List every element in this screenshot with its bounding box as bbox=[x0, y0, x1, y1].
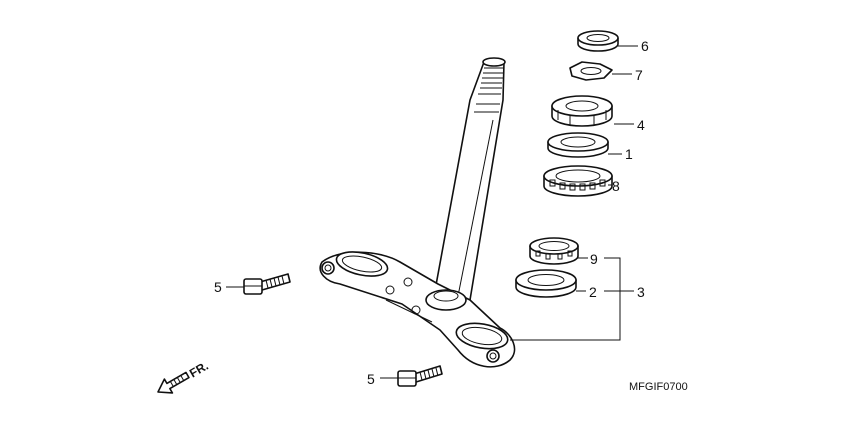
callout-4: 4 bbox=[637, 117, 645, 133]
callout-6: 6 bbox=[641, 38, 649, 54]
callout-3: 3 bbox=[637, 284, 645, 300]
callout-8: 8 bbox=[612, 178, 620, 194]
callout-9: 9 bbox=[590, 251, 598, 267]
front-direction-arrow: FR. bbox=[157, 359, 211, 394]
callout-2: 2 bbox=[589, 284, 597, 300]
steering-stem-shaft bbox=[433, 57, 506, 301]
bolt-lower bbox=[397, 365, 443, 387]
diagram-code: MFGIF0700 bbox=[629, 381, 688, 393]
front-marker-label: FR. bbox=[187, 359, 211, 381]
part-4-adjusting-nut bbox=[551, 95, 613, 127]
callout-1: 1 bbox=[625, 146, 633, 162]
part-7-lock-washer bbox=[569, 61, 613, 81]
bolt-upper bbox=[243, 273, 291, 295]
part-1-dust-seal bbox=[547, 132, 609, 158]
callout-5-lower: 5 bbox=[367, 371, 375, 387]
part-2-lower-race bbox=[515, 269, 577, 298]
callout-7: 7 bbox=[635, 67, 643, 83]
callout-5-upper: 5 bbox=[214, 279, 222, 295]
part-8-upper-bearing bbox=[543, 165, 613, 197]
part-9-lower-bearing bbox=[529, 237, 579, 265]
leader-lines bbox=[226, 45, 638, 379]
lower-triple-clamp bbox=[319, 251, 516, 368]
part-6-locknut bbox=[577, 30, 619, 52]
